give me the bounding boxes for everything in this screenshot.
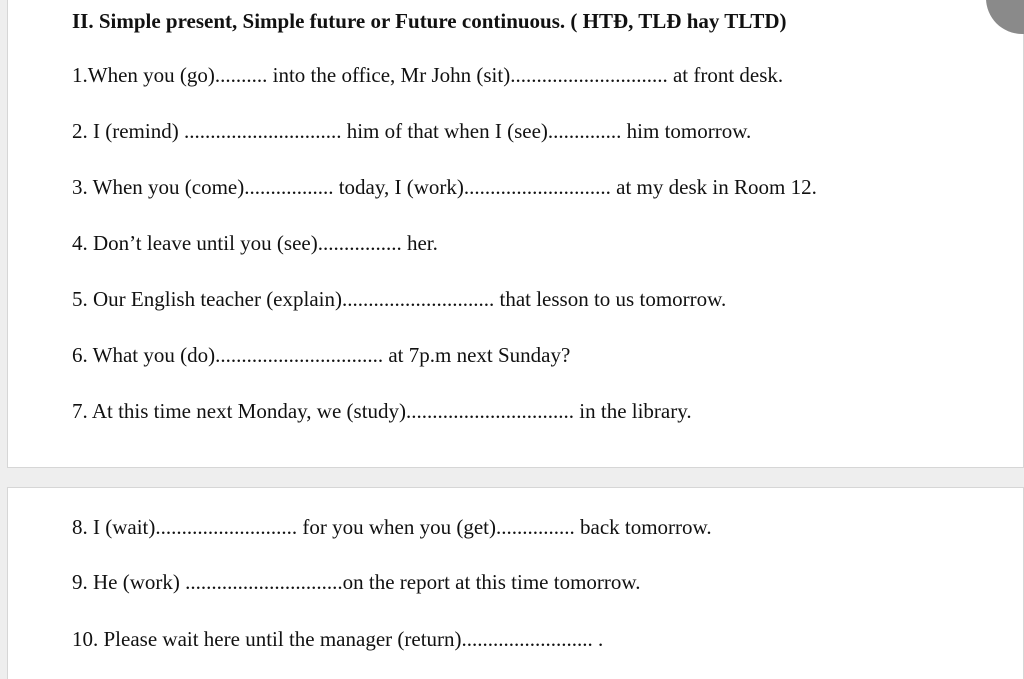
exercise-heading: II. Simple present, Simple future or Fut… xyxy=(72,9,787,33)
page-2: 8. I (wait)........................... f… xyxy=(7,487,1024,679)
page-1: II. Simple present, Simple future or Fut… xyxy=(7,0,1024,468)
exercise-item-8: 8. I (wait)........................... f… xyxy=(72,515,712,539)
exercise-item-10: 10. Please wait here until the manager (… xyxy=(72,627,604,651)
exercise-item-1: 1.When you (go).......... into the offic… xyxy=(72,63,784,87)
exercise-item-9: 9. He (work) ...........................… xyxy=(72,570,641,594)
exercise-item-7: 7. At this time next Monday, we (study).… xyxy=(72,399,692,423)
exercise-item-5: 5. Our English teacher (explain)........… xyxy=(72,287,727,311)
exercise-item-2: 2. I (remind) ..........................… xyxy=(72,119,752,143)
exercise-item-6: 6. What you (do)........................… xyxy=(72,343,571,367)
exercise-item-3: 3. When you (come)................. toda… xyxy=(72,175,817,199)
exercise-item-4: 4. Don’t leave until you (see)..........… xyxy=(72,231,438,255)
